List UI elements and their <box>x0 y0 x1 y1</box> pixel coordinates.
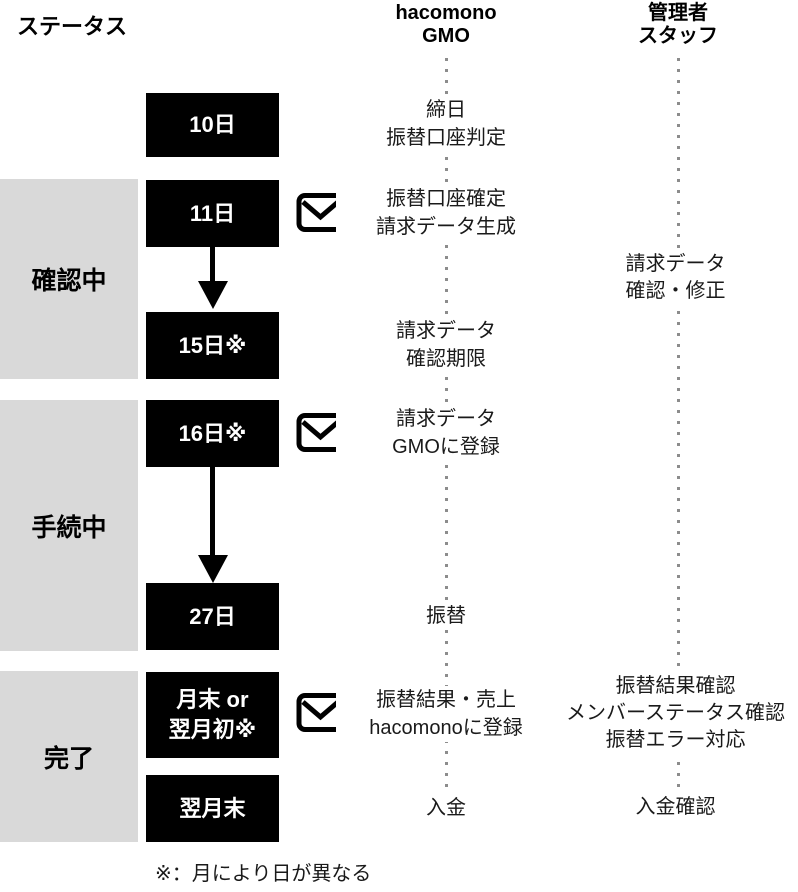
system-action-closing-date: 締日 振替口座判定 <box>336 96 556 152</box>
column-header-staff: 管理者 スタッフ <box>638 2 718 47</box>
system-action-transfer: 振替 <box>336 602 556 630</box>
system-action-deposit: 入金 <box>336 794 556 822</box>
staff-action-confirm-fix: 請求データ 確認・修正 <box>553 251 798 305</box>
column-header-status: ステータス <box>17 14 128 39</box>
column-header-system: hacomono GMO <box>395 2 497 47</box>
system-action-register-gmo: 請求データ GMOに登録 <box>336 405 556 461</box>
footnote: ※：月により日が異なる <box>155 863 372 885</box>
status-label: 確認中 <box>31 267 107 295</box>
status-section-done: 完了 <box>0 671 138 842</box>
date-box-16: 16日※ <box>146 400 279 467</box>
date-box-next-month-end: 翌月末 <box>146 775 279 842</box>
date-box-11: 11日 <box>146 180 279 247</box>
status-section-confirming: 確認中 <box>0 179 138 379</box>
status-label: 手続中 <box>31 513 107 542</box>
staff-lifeline <box>677 58 680 795</box>
system-action-confirm-deadline: 請求データ 確認期限 <box>336 317 556 373</box>
date-box-27: 27日 <box>146 583 279 650</box>
arrow-down-16-to-27 <box>210 467 215 558</box>
date-box-10: 10日 <box>146 93 279 157</box>
staff-action-check-results: 振替結果確認 メンバーステータス確認 振替エラー対応 <box>553 673 798 754</box>
date-box-month-end: 月末 or 翌月初※ <box>146 672 279 758</box>
status-label: 完了 <box>43 744 94 773</box>
staff-action-deposit-check: 入金確認 <box>553 794 798 821</box>
date-box-15: 15日※ <box>146 312 279 379</box>
arrow-head-icon <box>198 281 228 309</box>
arrow-down-11-to-15 <box>210 247 215 283</box>
status-section-processing: 手続中 <box>0 400 138 651</box>
system-action-account-fixed: 振替口座確定 請求データ生成 <box>336 185 556 241</box>
arrow-head-icon <box>198 555 228 583</box>
system-action-register-results: 振替結果・売上 hacomonoに登録 <box>336 686 556 742</box>
